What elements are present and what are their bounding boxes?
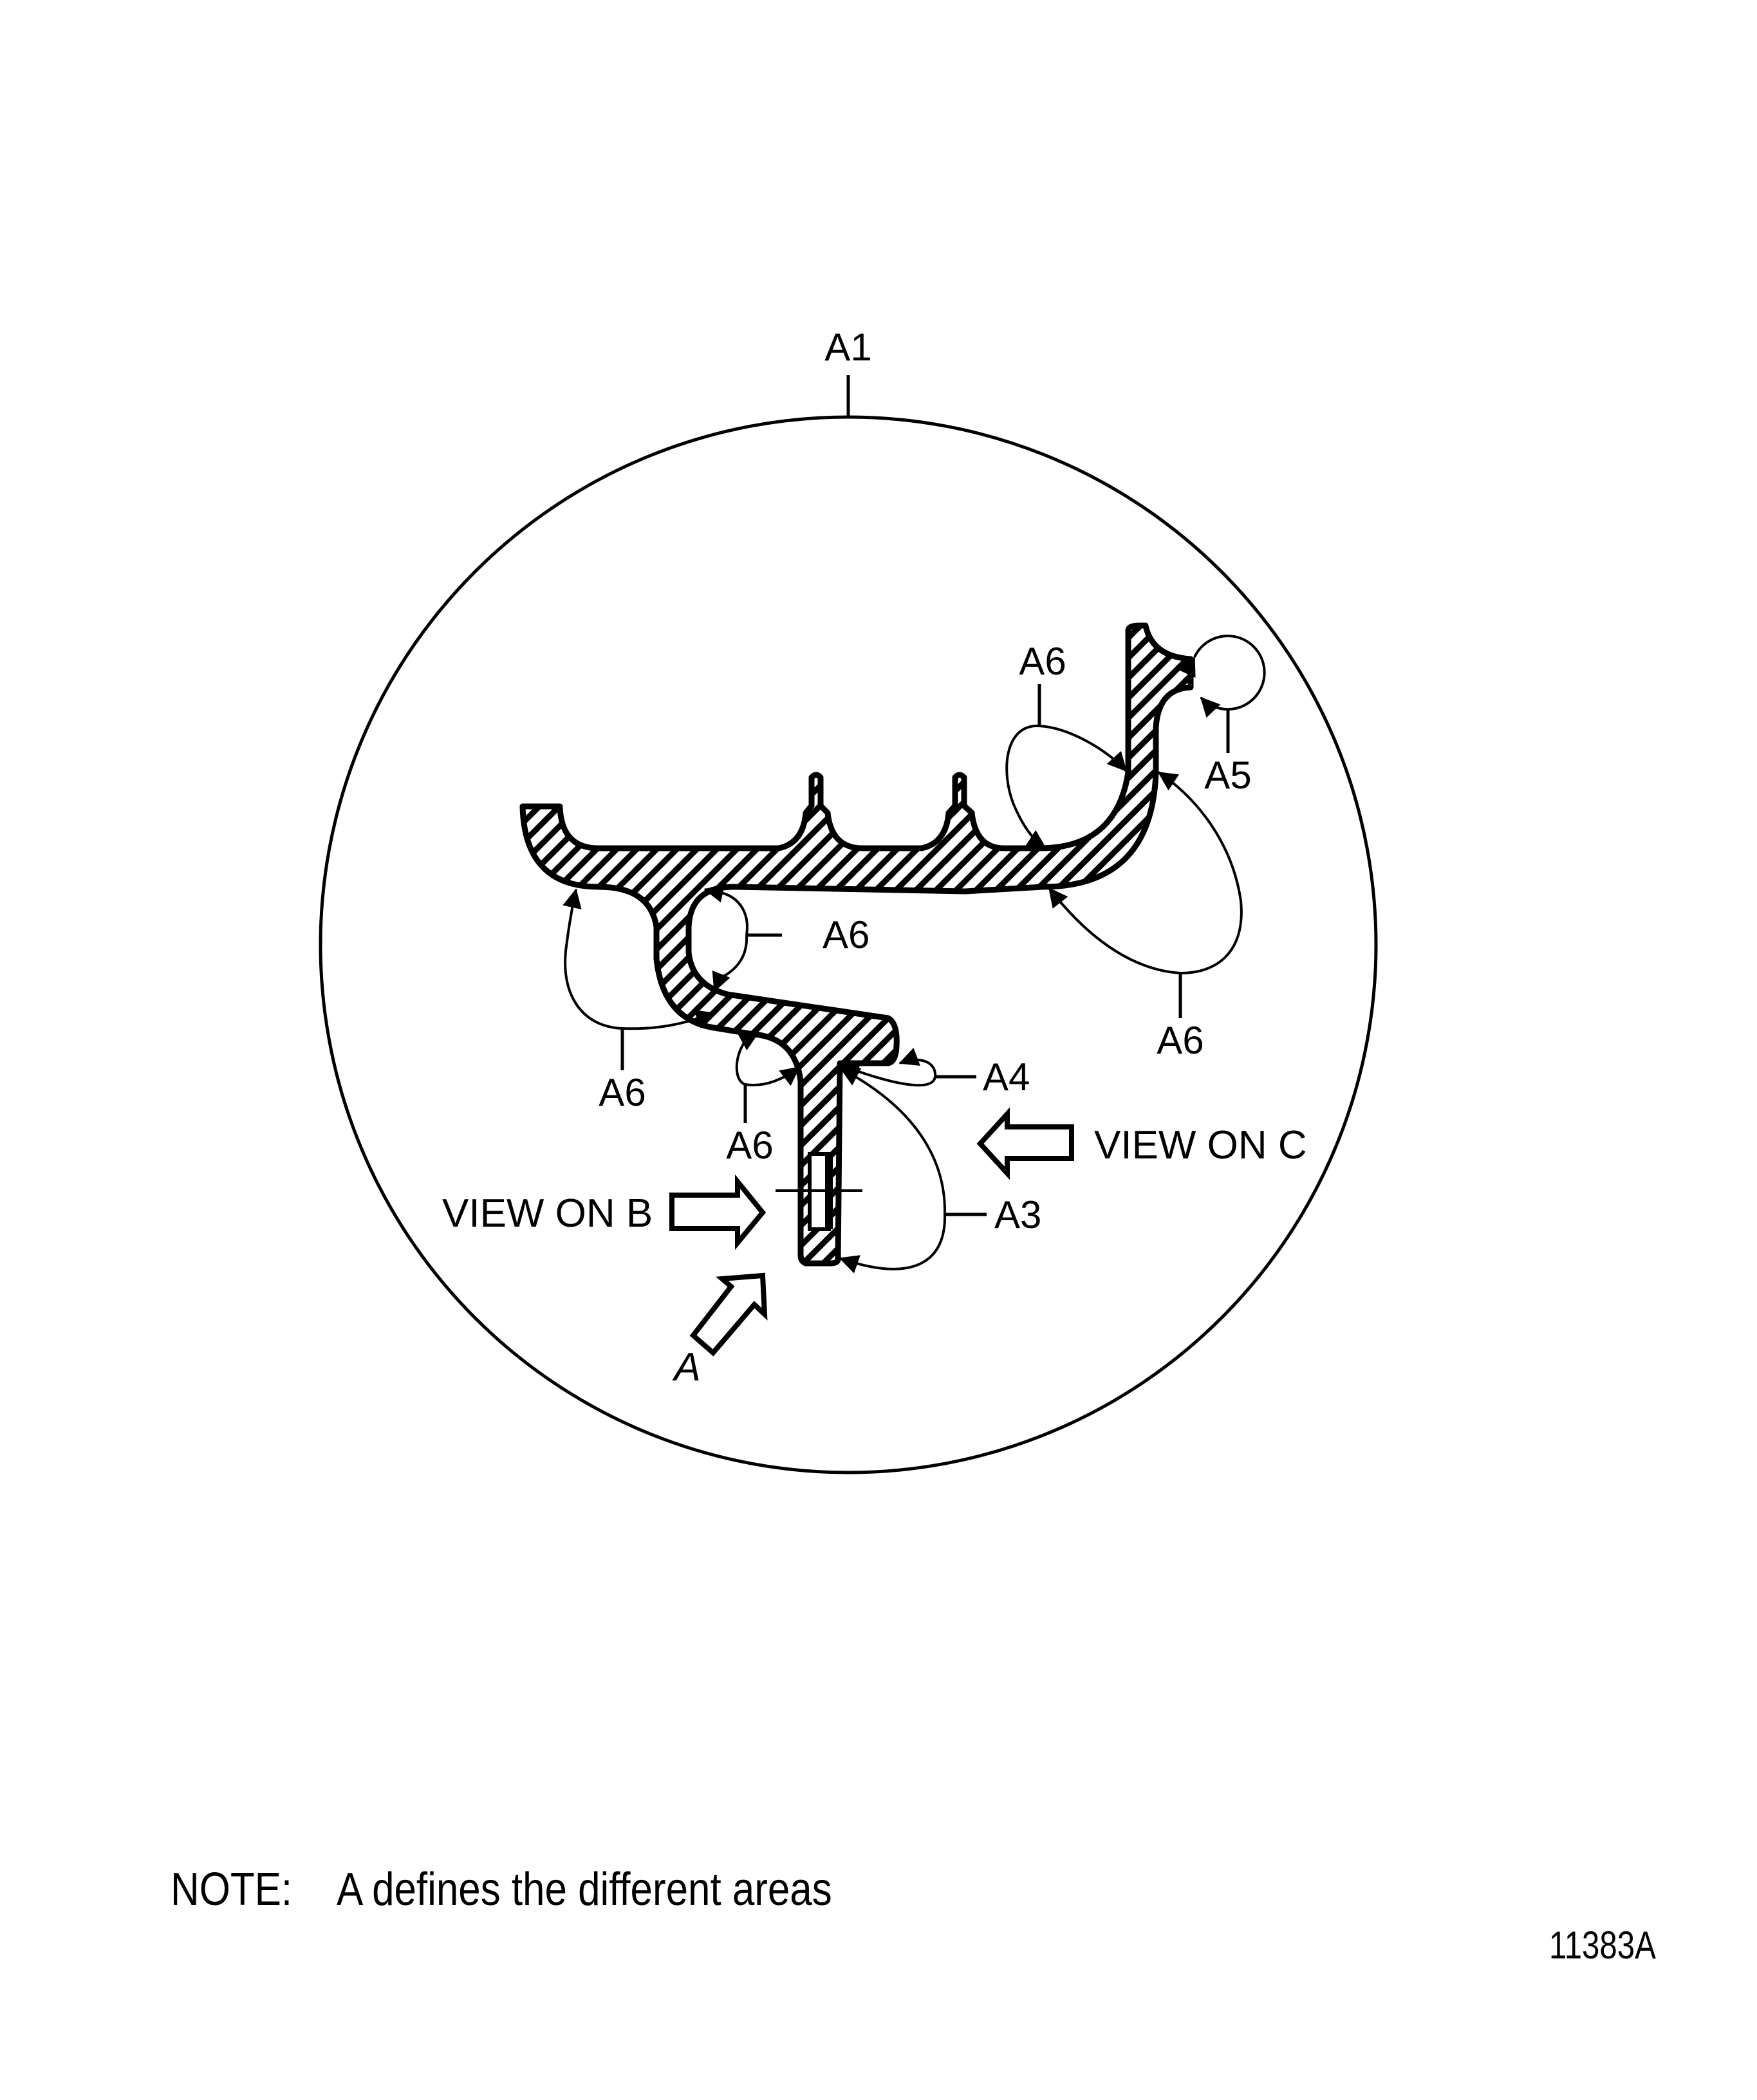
view-a-arrow-icon (689, 1272, 768, 1357)
label-a5: A5 (1204, 754, 1251, 797)
label-a6-top: A6 (1019, 640, 1066, 683)
label-a1: A1 (824, 326, 871, 369)
area-a6-top-leader (1005, 684, 1128, 850)
view-b-arrow-icon (669, 1174, 767, 1250)
note-prefix: NOTE: (171, 1864, 292, 1915)
label-a6-right: A6 (1157, 1019, 1204, 1062)
view-on-b-label: VIEW ON B (442, 1191, 653, 1236)
cross-section-part (519, 622, 1194, 1267)
label-a6-bottom: A6 (726, 1124, 773, 1167)
label-a6-left: A6 (599, 1071, 646, 1114)
view-c-arrow-icon (976, 1107, 1074, 1180)
label-a6-middle: A6 (823, 913, 869, 956)
view-a-label: A (671, 1345, 700, 1389)
area-a3-leader (839, 1067, 987, 1274)
area-a6-middle-leader (703, 883, 782, 992)
view-on-c-label: VIEW ON C (1094, 1123, 1307, 1167)
area-a6-left-leader (562, 888, 716, 1070)
label-a3: A3 (994, 1193, 1041, 1236)
area-a6-bottom-leader (735, 1032, 801, 1123)
note-text: A defines the different areas (337, 1864, 832, 1915)
figure-number: 11383A (1549, 1923, 1656, 1967)
area-a5-leader (1178, 635, 1266, 753)
area-a6-right-leader (1048, 771, 1243, 1018)
label-a4: A4 (983, 1055, 1030, 1099)
area-a1-boundary (319, 375, 1378, 1474)
